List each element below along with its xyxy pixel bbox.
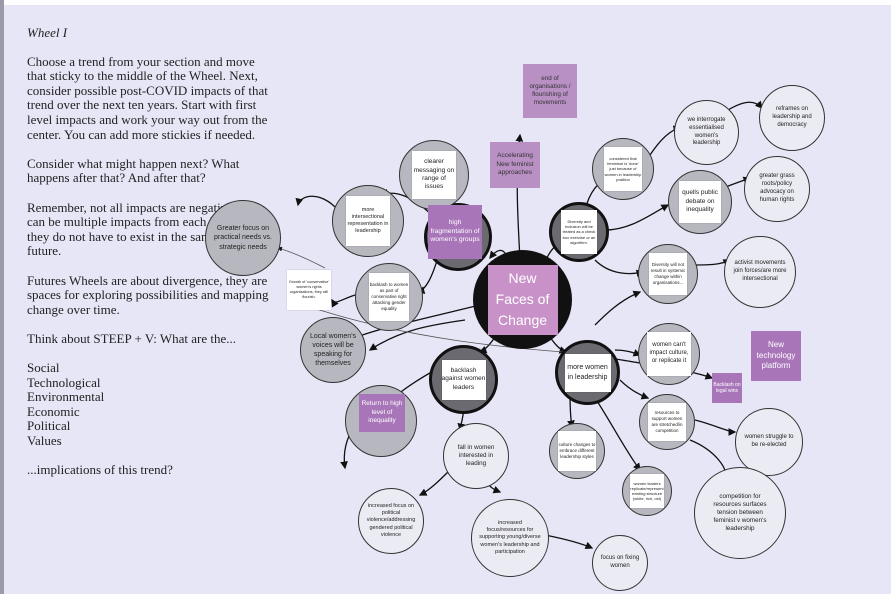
- node-reframes[interactable]: reframes on leadership and democracy: [759, 85, 825, 151]
- local-voices-text: Local women's voices will be speaking fo…: [309, 332, 357, 368]
- top-frame-edge: [0, 0, 895, 5]
- card-backlash-conservative-text: backlash to women as part of conservativ…: [369, 282, 409, 311]
- card-considered-feminism[interactable]: considered that feminism is 'done' just …: [604, 147, 642, 191]
- sticky-backlash-legal-text: Backlash on legal wins: [713, 381, 741, 395]
- sticky-new-technology-text: New technology platform: [756, 340, 796, 371]
- instruction-paragraph-7: ...implications of this trend?: [27, 462, 173, 478]
- instruction-paragraph-4: Futures Wheels are about divergence, the…: [27, 272, 269, 317]
- sticky-end-of-organisations[interactable]: end of organisations / flourishing of mo…: [523, 64, 577, 118]
- steep-v-list: Social Technological Environmental Econo…: [27, 360, 105, 449]
- node-greater-grass-roots[interactable]: greater grass roots/policy advocacy on h…: [744, 156, 810, 222]
- node-backlash[interactable]: backlash against women leaders: [429, 345, 498, 414]
- focus-fixing-text: focus on fixing women: [600, 555, 640, 569]
- increased-resources-text: increased focus/resources for supporting…: [479, 520, 541, 555]
- card-diversity-not-result[interactable]: Diversity will not result in systemic ch…: [649, 253, 687, 295]
- node-greater-focus[interactable]: Greater focus on practical needs vs. str…: [205, 200, 281, 276]
- sticky-high-fragmentation-text: high fragmentation of women's groups: [430, 218, 480, 244]
- card-clearer-messaging-text: clearer messaging on range of issues: [413, 158, 455, 191]
- node-quells-debate[interactable]: quells public debate on inequality: [668, 170, 732, 234]
- fall-interest-text: fall in women interested in leading: [457, 443, 495, 468]
- sticky-new-technology[interactable]: New technology platform: [751, 331, 801, 381]
- wheel-title: Wheel I: [27, 25, 68, 40]
- center-node[interactable]: New Faces of Change: [473, 250, 572, 349]
- competition-resources-text: competition for resources surfaces tensi…: [713, 492, 767, 533]
- sticky-end-of-organisations-text: end of organisations / flourishing of mo…: [529, 74, 571, 107]
- node-resources-support[interactable]: resources to support women are stretched…: [639, 394, 695, 450]
- card-women-replicate[interactable]: women leaders replicate/represent existi…: [630, 474, 664, 508]
- card-quells-debate-text: quells public debate on inequality: [682, 189, 718, 214]
- card-more-women[interactable]: more women in leadership: [564, 353, 611, 392]
- center-sticky[interactable]: New Faces of Change: [487, 264, 558, 335]
- card-more-intersectional-text: more intersectional representation in le…: [347, 206, 389, 235]
- card-culture-changes[interactable]: culture changes to embrace different lea…: [558, 431, 596, 471]
- card-quells-debate[interactable]: quells public debate on inequality: [679, 181, 721, 223]
- card-diversity-checkbox-text: Diversity and Inclusion will be treated …: [562, 219, 596, 245]
- note-growth-conservative-text: Growth of 'conservative' women's rights …: [288, 280, 330, 299]
- sticky-accelerating[interactable]: Accelerating New feminist approaches: [490, 142, 540, 188]
- node-fall-interest[interactable]: fall in women interested in leading: [443, 423, 509, 489]
- node-increased-political[interactable]: increased focus on political violence/ad…: [358, 488, 424, 554]
- card-backlash-conservative[interactable]: backlash to women as part of conservativ…: [369, 273, 409, 321]
- card-backlash[interactable]: backlash against women leaders: [441, 359, 486, 400]
- card-more-women-text: more women in leadership: [567, 364, 608, 381]
- node-activist-movements[interactable]: activist movements join forces/are more …: [724, 236, 796, 308]
- card-considered-feminism-text: considered that feminism is 'done' just …: [604, 156, 642, 182]
- reframes-text: reframes on leadership and democracy: [772, 106, 812, 128]
- increased-political-text: increased focus on political violence/ad…: [366, 503, 416, 538]
- card-women-cant-impact-text: women can't impact culture, or replicate…: [649, 342, 689, 364]
- card-backlash-text: backlash against women leaders: [441, 366, 486, 391]
- left-frame-edge: [0, 0, 4, 594]
- card-women-replicate-text: women leaders replicate/represent existi…: [630, 480, 664, 502]
- center-label: New Faces of Change: [495, 270, 550, 328]
- greater-focus-text: Greater focus on practical needs vs. str…: [214, 225, 272, 251]
- sticky-backlash-legal[interactable]: Backlash on legal wins: [712, 373, 742, 403]
- node-diversity-checkbox[interactable]: Diversity and Inclusion will be treated …: [549, 202, 609, 262]
- instruction-paragraph-1: Choose a trend from your section and mov…: [27, 53, 268, 142]
- sticky-return-inequality-text: Return to high level of inequality: [361, 400, 403, 425]
- card-clearer-messaging[interactable]: clearer messaging on range of issues: [412, 151, 456, 199]
- card-resources-support-text: resources to support women are stretched…: [651, 410, 683, 433]
- node-increased-resources[interactable]: increased focus/resources for supporting…: [471, 499, 549, 577]
- node-women-replicate[interactable]: women leaders replicate/represent existi…: [622, 466, 672, 516]
- node-women-cant-impact[interactable]: women can't impact culture, or replicate…: [638, 323, 700, 385]
- card-diversity-checkbox[interactable]: Diversity and Inclusion will be treated …: [561, 210, 597, 254]
- card-women-cant-impact[interactable]: women can't impact culture, or replicate…: [647, 332, 691, 376]
- node-local-voices[interactable]: Local women's voices will be speaking fo…: [300, 317, 366, 383]
- card-diversity-not-result-text: Diversity will not result in systemic ch…: [650, 262, 686, 285]
- activist-movements-text: activist movements join forces/are more …: [733, 260, 787, 282]
- greater-grass-roots-text: greater grass roots/policy advocacy on h…: [759, 173, 795, 203]
- women-struggle-text: women struggle to be re-elected: [744, 434, 794, 448]
- node-more-intersectional[interactable]: more intersectional representation in le…: [332, 185, 404, 257]
- node-culture-changes[interactable]: culture changes to embrace different lea…: [549, 423, 605, 479]
- instruction-paragraph-2: Consider what might happen next? What ha…: [27, 155, 240, 186]
- node-considered-feminism[interactable]: considered that feminism is 'done' just …: [592, 138, 654, 200]
- node-clearer-messaging[interactable]: clearer messaging on range of issues: [399, 140, 469, 210]
- node-focus-fixing[interactable]: focus on fixing women: [592, 535, 648, 591]
- card-more-intersectional[interactable]: more intersectional representation in le…: [346, 196, 390, 246]
- node-competition-resources[interactable]: competition for resources surfaces tensi…: [694, 467, 786, 559]
- node-diversity-not-result[interactable]: Diversity will not result in systemic ch…: [638, 244, 698, 304]
- sticky-accelerating-text: Accelerating New feminist approaches: [496, 152, 534, 177]
- sticky-return-inequality[interactable]: Return to high level of inequality: [359, 394, 405, 432]
- card-culture-changes-text: culture changes to embrace different lea…: [558, 442, 596, 459]
- right-frame-edge: [891, 0, 893, 594]
- instruction-paragraph-5: Think about STEEP + V: What are the...: [27, 330, 237, 346]
- note-growth-conservative[interactable]: Growth of 'conservative' women's rights …: [287, 270, 331, 310]
- node-more-women[interactable]: more women in leadership: [555, 340, 620, 405]
- node-women-struggle[interactable]: women struggle to be re-elected: [735, 408, 803, 476]
- node-backlash-conservative[interactable]: backlash to women as part of conservativ…: [355, 263, 423, 331]
- we-interrogate-text: we interrogate essentialised women's lea…: [687, 116, 726, 147]
- card-resources-support[interactable]: resources to support women are stretched…: [648, 403, 686, 441]
- sticky-high-fragmentation[interactable]: high fragmentation of women's groups: [428, 205, 482, 259]
- node-we-interrogate[interactable]: we interrogate essentialised women's lea…: [674, 100, 739, 165]
